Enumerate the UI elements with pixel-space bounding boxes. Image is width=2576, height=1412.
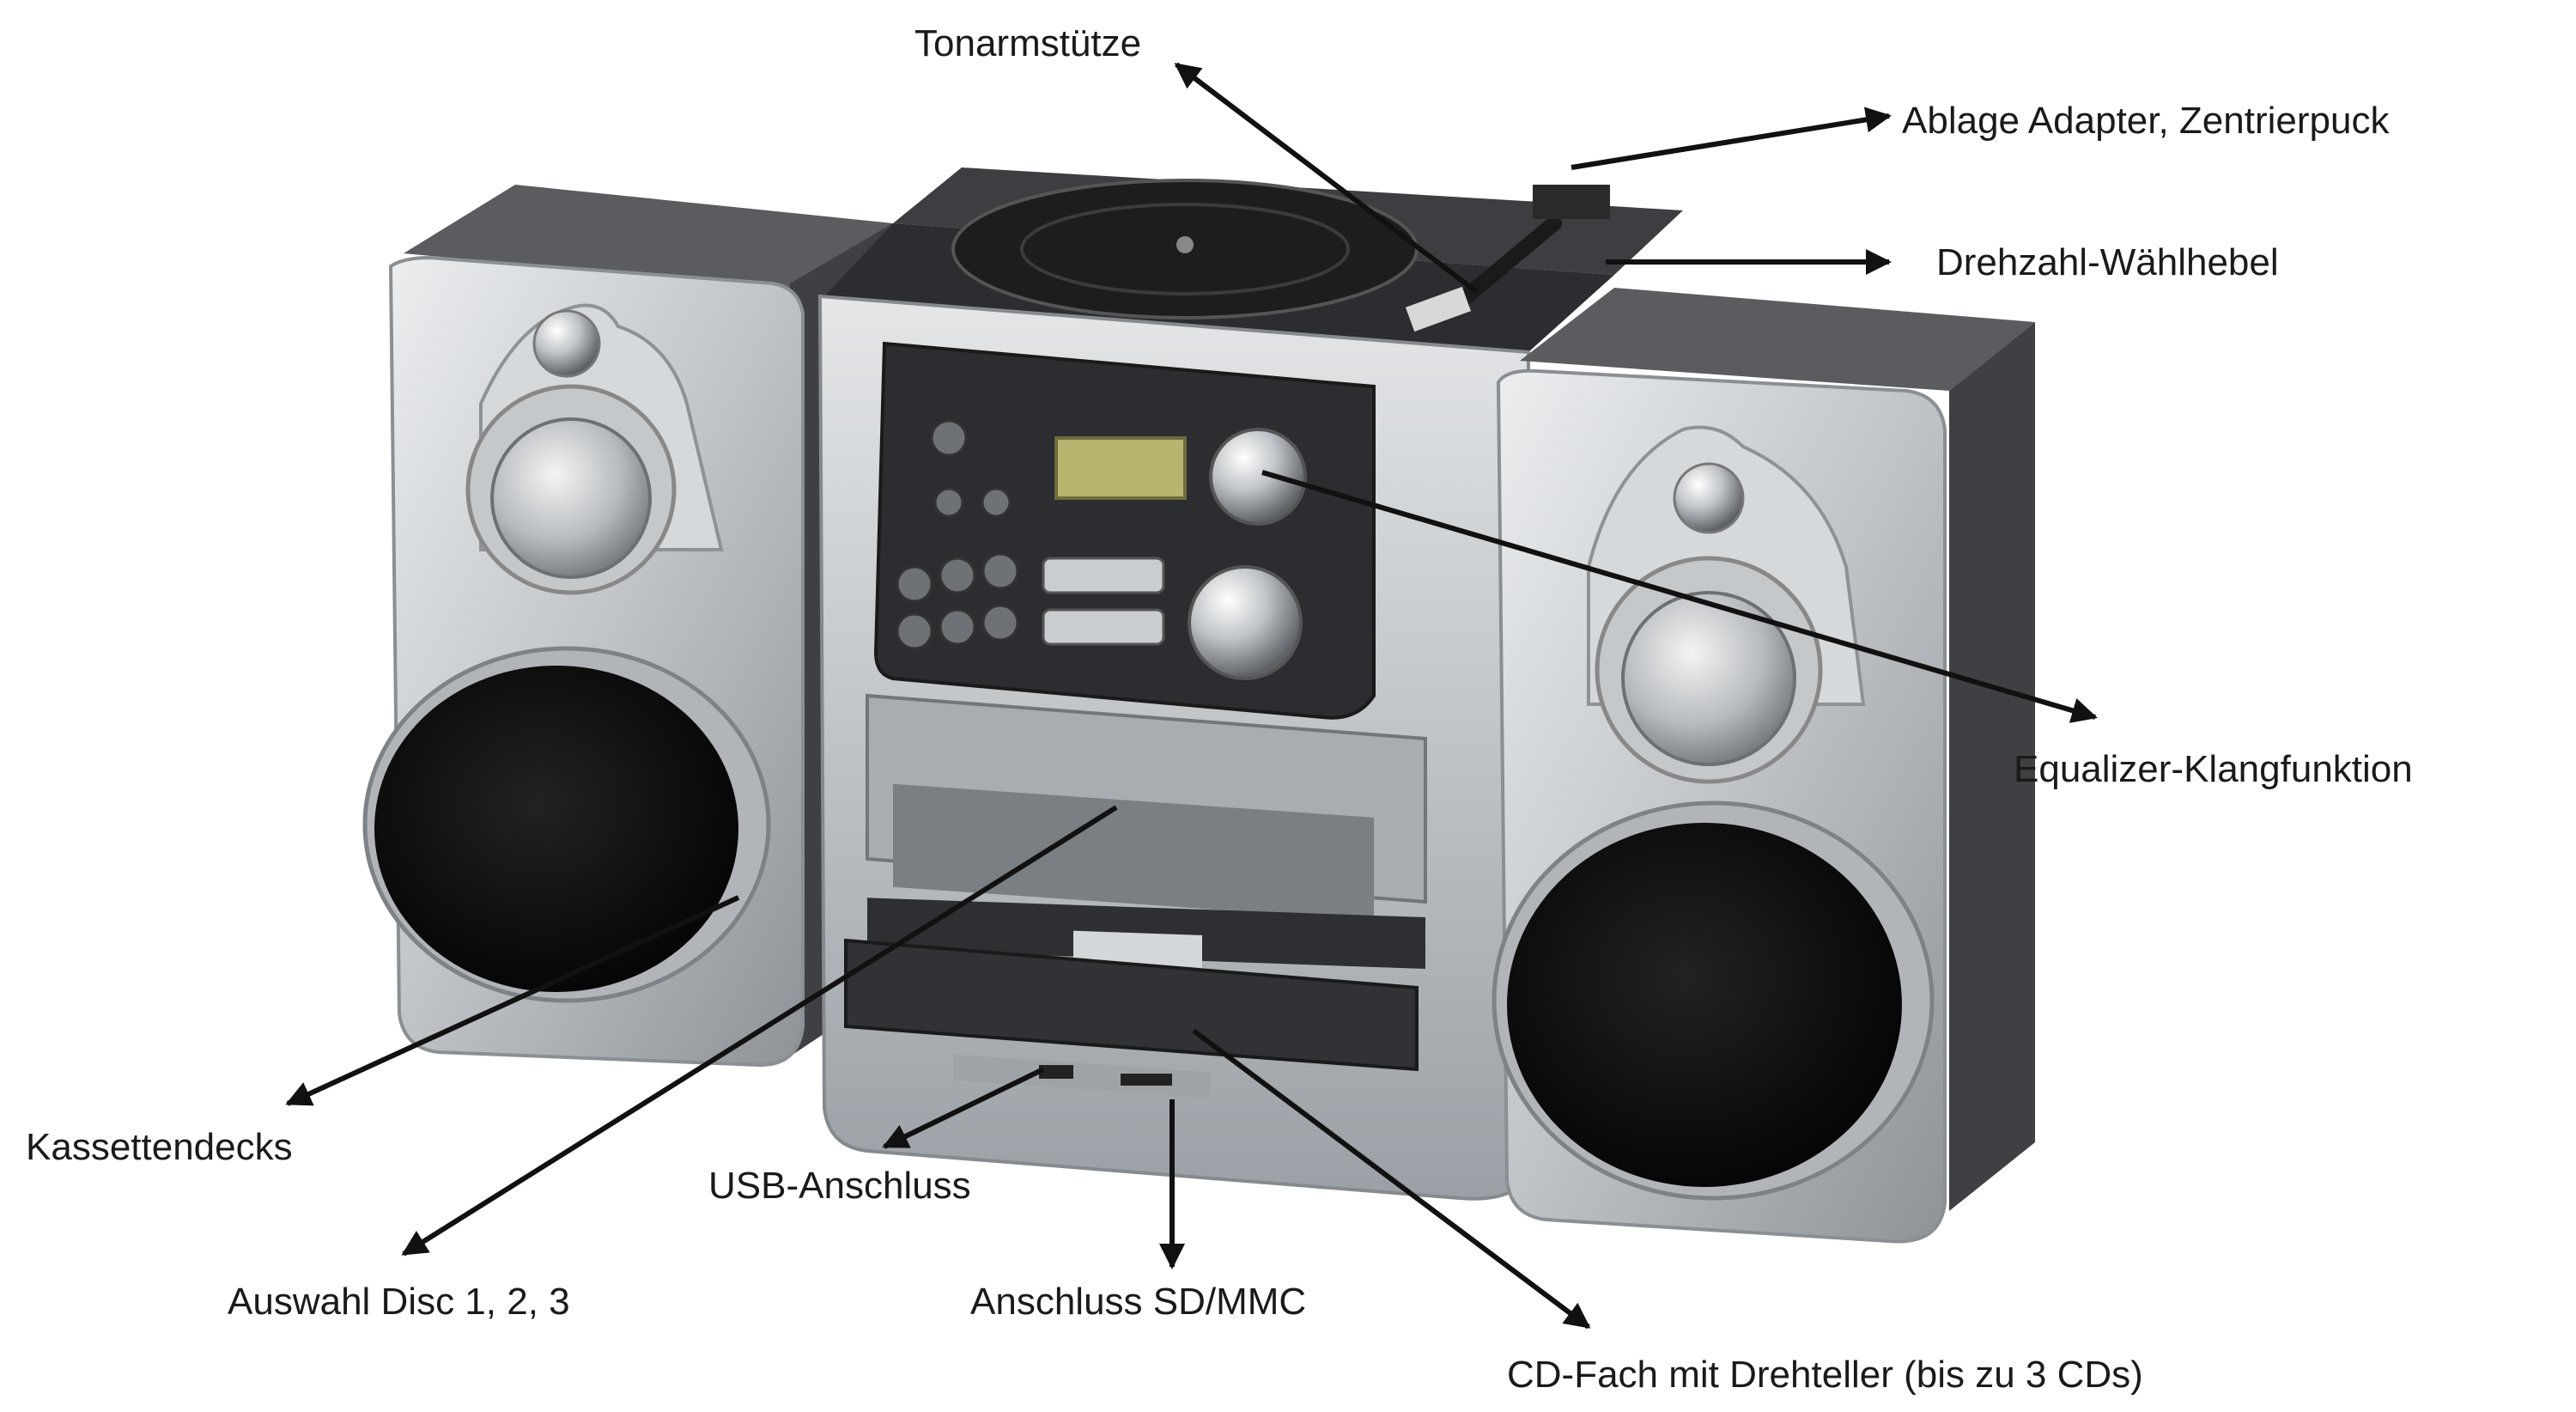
label-cd-tray: CD-Fach mit Drehteller (bis zu 3 CDs) xyxy=(1507,1354,2143,1396)
callout-labels: Tonarmstütze Ablage Adapter, Zentrierpuc… xyxy=(26,22,2413,1396)
right-speaker xyxy=(1492,288,2035,1244)
main-unit xyxy=(817,167,1683,1201)
label-sd-mmc-port: Anschluss SD/MMC xyxy=(970,1281,1306,1323)
label-cassette-decks: Kassettendecks xyxy=(26,1126,293,1168)
arrow-disc-select xyxy=(401,805,1118,1257)
arrow-cd-tray xyxy=(1192,1028,1591,1330)
label-usb-port: USB-Anschluss xyxy=(708,1165,971,1207)
label-disc-select: Auswahl Disc 1, 2, 3 xyxy=(228,1281,570,1323)
callout-arrows xyxy=(285,62,2098,1330)
label-equalizer: Equalizer-Klangfunktion xyxy=(2014,748,2413,790)
arrow-tonearm-rest xyxy=(1174,62,1479,295)
left-speaker xyxy=(362,185,893,1068)
arrow-equalizer xyxy=(1261,470,2098,723)
hifi-system-image xyxy=(362,167,2035,1244)
label-adapter-storage: Ablage Adapter, Zentrierpuck xyxy=(1902,100,2390,142)
arrow-cassette-decks xyxy=(285,895,740,1106)
label-tonearm-rest: Tonarmstütze xyxy=(914,22,1141,64)
label-speed-lever: Drehzahl-Wählhebel xyxy=(1936,241,2279,283)
arrow-usb-port xyxy=(882,1067,1045,1149)
arrow-adapter-storage xyxy=(1571,107,1892,170)
